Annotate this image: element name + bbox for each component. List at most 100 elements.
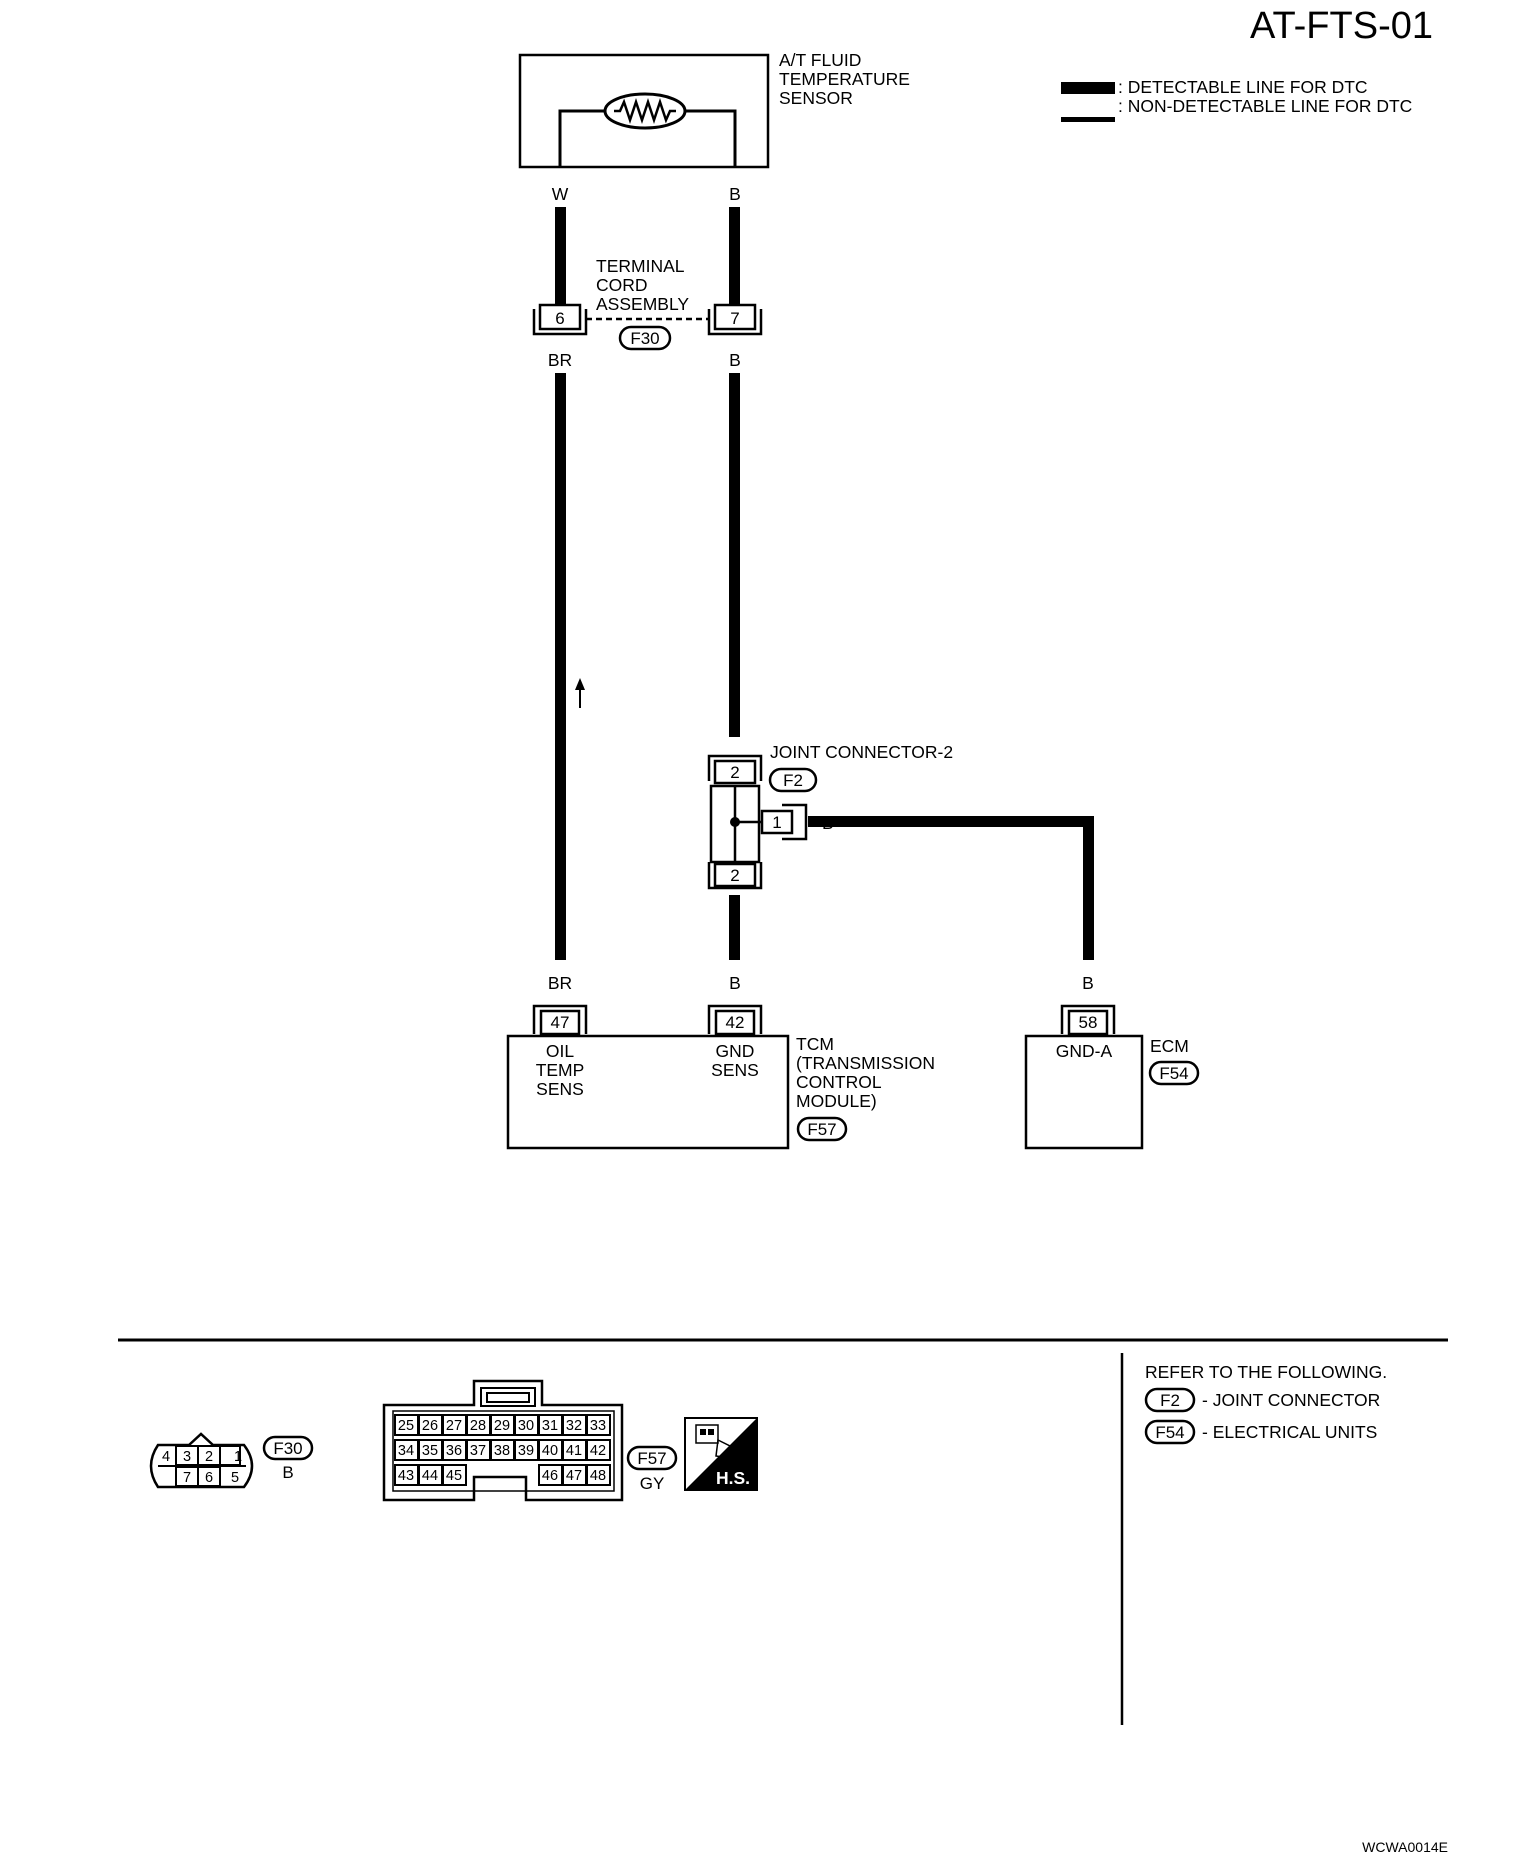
ecm-name: ECM [1150,1036,1189,1056]
legend-thin-line [1061,117,1115,122]
refer-f2-text: - JOINT CONNECTOR [1202,1390,1380,1410]
hs-label: H.S. [716,1468,750,1488]
f57-pin: 27 [446,1418,462,1434]
f57-pin: 32 [566,1418,582,1434]
sensor-label-2: TEMPERATURE [779,69,910,89]
harness-side-icon [684,1417,758,1491]
legend-detectable: : DETECTABLE LINE FOR DTC [1118,77,1368,97]
tcm-term-gnd: GND [716,1041,755,1061]
wire-color-b-mid: B [729,350,741,370]
terminal-cord-label-3: ASSEMBLY [596,294,689,314]
sensor-label-3: SENSOR [779,88,853,108]
f57-pin: 43 [398,1468,414,1484]
wire-color-b-joint-top: B [729,712,741,732]
legend-non-detectable: : NON-DETECTABLE LINE FOR DTC [1118,96,1412,116]
refer-f2-badge [1144,1387,1196,1413]
f30-pin-1: 1 [234,1449,242,1465]
detectable-wires [555,207,1094,960]
f57-pin: 42 [590,1443,606,1459]
wire-color-b-ecm: B [1082,973,1094,993]
f57-pin: 41 [566,1443,582,1459]
wire-color-br-top: BR [548,350,572,370]
joint-connector [707,754,818,890]
signal-arrow-icon [575,678,585,708]
f57-color: GY [640,1474,665,1493]
f30-color: B [282,1463,293,1482]
f57-pin: 40 [542,1443,558,1459]
joint-pin-2-top: 2 [730,763,739,782]
tcm-connector-pins [532,1004,763,1036]
tcm-name-2: (TRANSMISSION [796,1053,935,1073]
f57-pin: 45 [446,1468,462,1484]
tcm-connector-badge [796,1116,848,1142]
wire-color-b-side: B [822,813,834,833]
f57-pin: 31 [542,1418,558,1434]
terminal-cord-label-2: CORD [596,275,648,295]
f57-pin: 28 [470,1418,486,1434]
pin-6: 6 [555,309,564,328]
f30-pin-7: 7 [183,1470,191,1486]
f57-pin: 35 [422,1443,438,1459]
f57-pin: 46 [542,1468,558,1484]
page-code: AT-FTS-01 [1250,5,1433,47]
pin-7: 7 [730,309,739,328]
tcm-pin-42: 42 [726,1013,745,1032]
connector-f54-id: F54 [1159,1064,1188,1083]
f57-face-badge [626,1445,678,1471]
f30-pin-5: 5 [231,1470,239,1486]
ecm-term-gnd-a: GND-A [1056,1041,1113,1061]
f30-connector-face [149,1432,254,1489]
f30-face-badge [262,1435,314,1461]
f30-pin-3: 3 [183,1449,191,1465]
refer-title: REFER TO THE FOLLOWING. [1145,1362,1387,1382]
tcm-name-1: TCM [796,1034,834,1054]
f57-pin: 44 [422,1468,438,1484]
f57-pin-numbers: 25 26 27 28 29 30 31 32 33 34 35 36 37 3… [398,1418,606,1484]
f57-face-id: F57 [637,1449,666,1468]
refer-f54-badge [1144,1419,1196,1445]
f57-pin: 30 [518,1418,534,1434]
f57-pin: 25 [398,1418,414,1434]
f57-pin: 33 [590,1418,606,1434]
sensor-label-1: A/T FLUID [779,50,861,70]
f30-pin-4: 4 [162,1449,170,1465]
terminal-cord-label-1: TERMINAL [596,256,685,276]
wire-color-w: W [552,184,569,204]
connector-f2-id: F2 [783,771,803,790]
tcm-pin-47: 47 [551,1013,570,1032]
joint-pin-2-bottom: 2 [730,866,739,885]
f57-pin: 34 [398,1443,414,1459]
wire-color-b-bottom: B [729,973,741,993]
wire-color-br-bottom: BR [548,973,572,993]
ecm-connector-pin [1060,1004,1116,1036]
f57-pin: 36 [446,1443,462,1459]
f57-pin: 37 [470,1443,486,1459]
figure-code: WCWA0014E [1362,1839,1448,1855]
refer-f54-text: - ELECTRICAL UNITS [1202,1422,1377,1442]
f30-face-id: F30 [273,1439,302,1458]
f57-connector-face [382,1379,624,1502]
ecm-connector-badge [1148,1060,1200,1086]
tcm-term-temp: TEMP [536,1060,585,1080]
tcm-name-4: MODULE) [796,1091,877,1111]
ecm-pin-58: 58 [1079,1013,1098,1032]
f57-pin: 48 [590,1468,606,1484]
fluid-temp-sensor [518,53,770,169]
tcm-box [506,1034,790,1150]
tcm-term-sens: SENS [536,1079,584,1099]
tcm-name-3: CONTROL [796,1072,882,1092]
terminal-cord-connector [532,303,763,351]
refer-f2-code: F2 [1160,1391,1180,1410]
f30-pin-6: 6 [205,1470,213,1486]
f57-pin: 29 [494,1418,510,1434]
connector-f30-id: F30 [630,329,659,348]
f57-pin: 39 [518,1443,534,1459]
ecm-box [1024,1034,1144,1150]
f30-pin-2: 2 [205,1449,213,1465]
tcm-term-oil: OIL [546,1041,574,1061]
joint-connector-label: JOINT CONNECTOR-2 [770,742,953,762]
f57-pin: 26 [422,1418,438,1434]
refer-f54-code: F54 [1155,1423,1184,1442]
tcm-term-gnd-sens: SENS [711,1060,759,1080]
